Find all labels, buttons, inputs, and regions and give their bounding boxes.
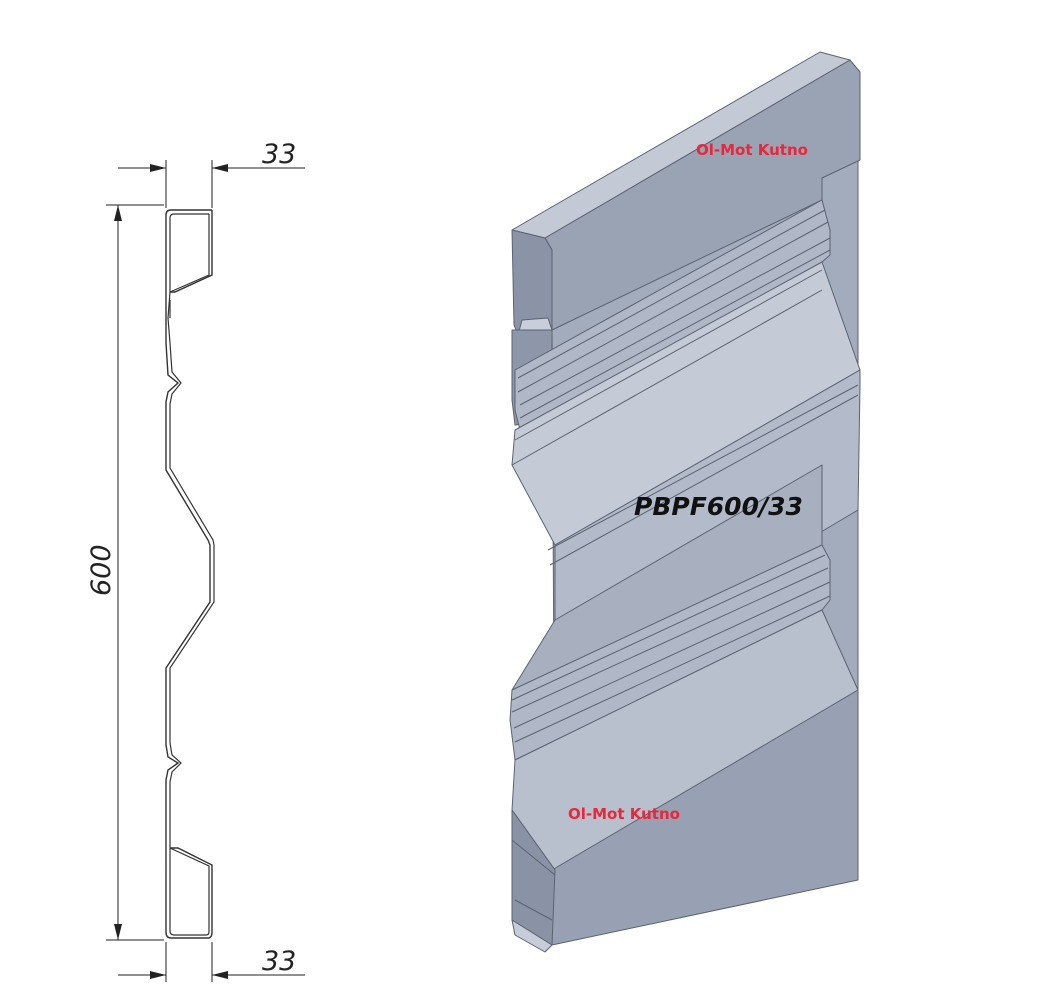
upper-groove-band — [514, 199, 831, 431]
dimension-height: 600 — [86, 544, 117, 596]
isometric-view — [509, 51, 861, 953]
lower-groove-band — [509, 544, 831, 761]
dimension-bottom-width: 33 — [262, 946, 296, 977]
top-return-flange — [170, 210, 213, 293]
bottom-channel-lip — [511, 919, 553, 953]
brand-label-top: Ol-Mot Kutno — [696, 141, 808, 159]
model-label: PBPF600/33 — [634, 492, 803, 521]
profile-outline-outer — [165, 209, 213, 939]
profile-outline-inner — [169, 213, 210, 318]
brand-label-bottom: Ol-Mot Kutno — [568, 805, 680, 823]
cross-section-view: 33 600 33 — [86, 139, 305, 982]
profile-inner-line — [167, 291, 215, 936]
dimension-top-width: 33 — [262, 139, 296, 170]
